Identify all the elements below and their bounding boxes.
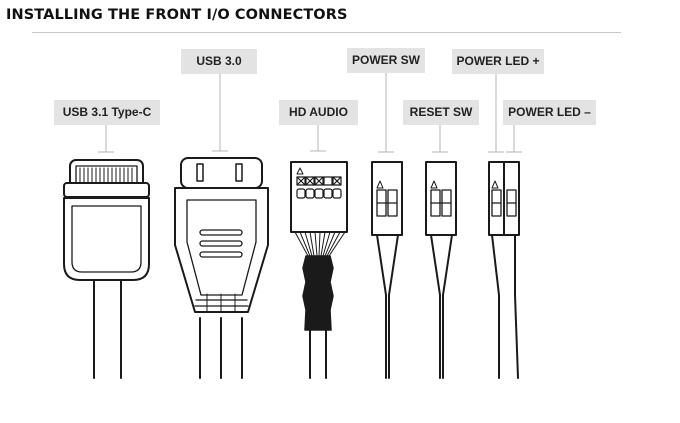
power-led-connector [488, 161, 520, 379]
hd-audio-connector [290, 161, 348, 379]
page-title: INSTALLING THE FRONT I/O CONNECTORS [6, 7, 348, 23]
label-power-sw: POWER SW [347, 48, 425, 73]
title-rule [32, 32, 621, 33]
label-usb-c: USB 3.1 Type-C [54, 100, 160, 125]
label-power-led-minus: POWER LED – [503, 100, 596, 125]
reset-sw-connector [425, 161, 457, 379]
label-hd-audio: HD AUDIO [279, 100, 358, 125]
usb-c-connector [63, 159, 150, 379]
label-reset-sw: RESET SW [403, 100, 479, 125]
power-sw-connector [371, 161, 403, 379]
usb3-connector [174, 157, 269, 379]
label-usb3: USB 3.0 [181, 49, 257, 74]
label-power-led-plus: POWER LED + [452, 49, 544, 74]
leader-lines [98, 73, 522, 153]
